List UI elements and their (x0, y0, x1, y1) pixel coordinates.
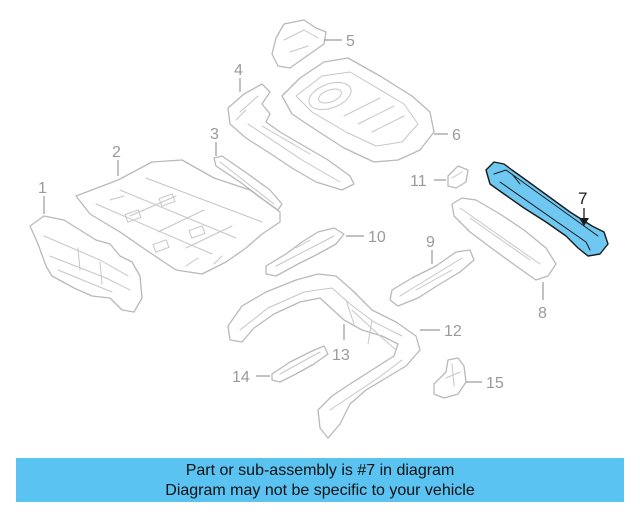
part-7-rear-crossmember[interactable] (485, 161, 609, 257)
part-12-rear-side-member[interactable] (227, 273, 421, 439)
callout-5: 5 (346, 33, 355, 50)
part-6-spare-tire-well[interactable] (281, 57, 435, 163)
part-5-bracket[interactable] (271, 19, 327, 69)
callout-7: 7 (578, 189, 587, 208)
callout-10: 10 (368, 229, 386, 246)
parts-diagram: 1 2 3 4 5 6 11 (29, 19, 609, 439)
part-15-bracket[interactable] (433, 357, 467, 399)
callout-12: 12 (444, 323, 462, 340)
part-1-floor-rail[interactable] (29, 215, 143, 313)
part-14-brace[interactable] (271, 345, 329, 383)
part-9-reinforcement[interactable] (389, 249, 475, 307)
part-11-clip[interactable] (447, 165, 469, 189)
part-10-bracket[interactable] (265, 227, 345, 277)
callout-1: 1 (38, 180, 47, 197)
callout-6: 6 (452, 127, 461, 144)
callout-11: 11 (410, 173, 427, 190)
part-2-floor-pan[interactable] (75, 159, 281, 275)
callout-9: 9 (426, 234, 435, 251)
callout-2: 2 (112, 144, 121, 161)
part-8-rear-rail[interactable] (451, 197, 557, 281)
part-4-tunnel-member[interactable] (227, 83, 355, 191)
banner-line-disclaimer: Diagram may not be specific to your vehi… (165, 482, 475, 499)
part-3-floor-brace[interactable] (213, 155, 283, 211)
leader-7-arrowhead (579, 218, 589, 226)
callout-4: 4 (234, 62, 243, 79)
callout-14: 14 (232, 369, 250, 386)
banner-line-part: Part or sub-assembly is #7 in diagram (185, 462, 455, 479)
callout-13: 13 (332, 347, 350, 364)
callout-8: 8 (538, 305, 547, 322)
callout-15: 15 (486, 375, 504, 392)
info-banner: Part or sub-assembly is #7 in diagram Di… (16, 458, 624, 502)
callout-3: 3 (210, 126, 219, 143)
